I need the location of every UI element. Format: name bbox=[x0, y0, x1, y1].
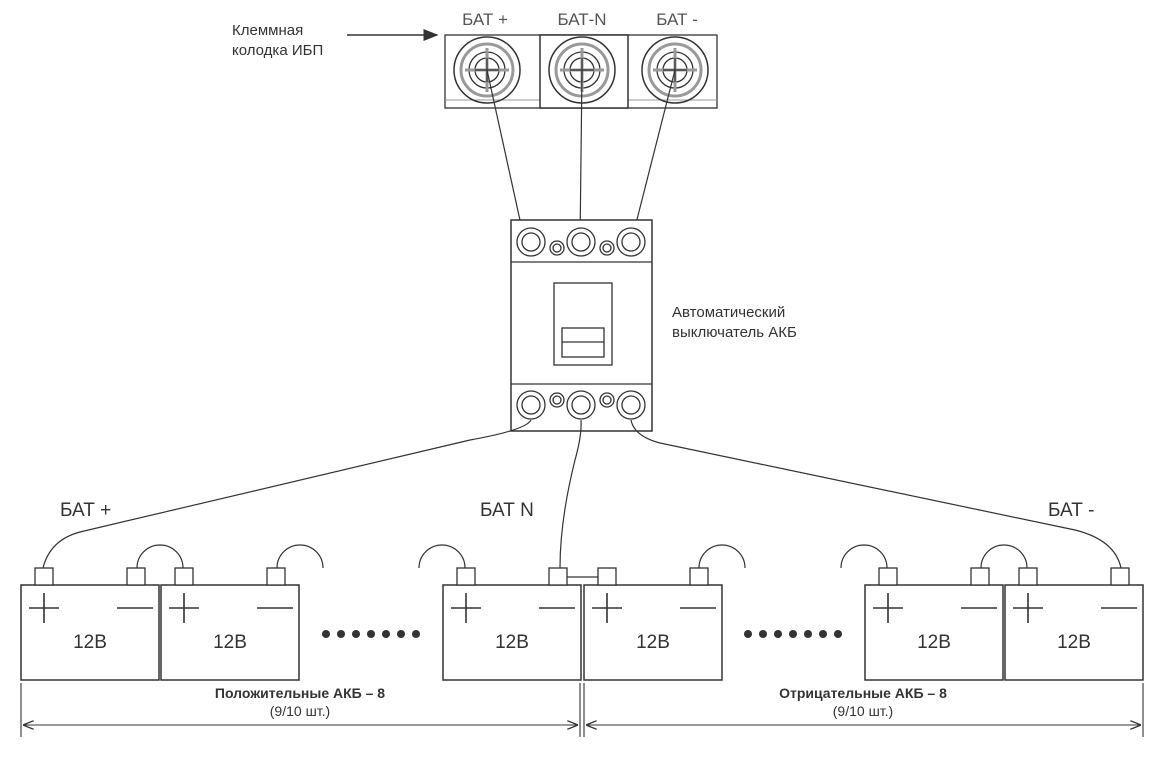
breaker-label-line1: Автоматический bbox=[672, 304, 785, 321]
battery-voltage-label: 12В bbox=[636, 632, 670, 653]
bus-label-neutral: БАТ N bbox=[480, 500, 534, 521]
terminal-label-bat-n: БАТ-N bbox=[557, 10, 606, 29]
terminal-label-bat-plus: БАТ + bbox=[462, 10, 508, 29]
ups-terminal-label-line1: Клеммная bbox=[232, 22, 303, 39]
negative-group-count: (9/10 шт.) bbox=[833, 703, 893, 719]
battery-voltage-label: 12В bbox=[1057, 632, 1091, 653]
battery-terminal-minus bbox=[548, 567, 568, 586]
battery-terminal-plus bbox=[456, 567, 476, 586]
plus-sign-icon bbox=[29, 593, 59, 623]
battery-12v: 12В bbox=[20, 567, 160, 681]
battery-terminal-minus bbox=[970, 567, 990, 586]
ups-terminal-block: Клеммная колодка ИБП БАТ + БАТ-N БАТ - bbox=[232, 10, 718, 109]
breaker-top-terminals bbox=[516, 227, 646, 257]
bus-label-positive: БАТ + bbox=[60, 500, 111, 521]
battery-voltage-label: 12В bbox=[213, 632, 247, 653]
battery-12v: 12В bbox=[442, 567, 582, 681]
battery-12v: 12В bbox=[583, 567, 723, 681]
positive-group-count: (9/10 шт.) bbox=[270, 703, 330, 719]
battery-terminal-plus bbox=[597, 567, 617, 586]
battery-12v: 12В bbox=[160, 567, 300, 681]
terminal-label-bat-minus: БАТ - bbox=[656, 10, 698, 29]
plus-sign-icon bbox=[1013, 593, 1043, 623]
ups-terminal-label-line2: колодка ИБП bbox=[232, 42, 323, 59]
group-dimensions bbox=[20, 683, 1144, 737]
plus-sign-icon bbox=[873, 593, 903, 623]
battery-terminal-minus bbox=[126, 567, 146, 586]
bus-label-negative: БАТ - bbox=[1048, 500, 1094, 521]
breaker-label-line2: выключатель АКБ bbox=[672, 324, 797, 341]
breaker-bottom-terminals bbox=[516, 390, 646, 420]
battery-row: 12В 12В 12В 12В 12В 12В bbox=[20, 567, 1144, 681]
positive-group-title: Положительные АКБ – 8 bbox=[215, 685, 385, 701]
battery-12v: 12В bbox=[864, 567, 1004, 681]
battery-terminal-minus bbox=[266, 567, 286, 586]
ellipsis-dots-negative bbox=[744, 630, 842, 638]
negative-group-title: Отрицательные АКБ – 8 bbox=[779, 685, 947, 701]
battery-12v: 12В bbox=[1004, 567, 1144, 681]
breaker-to-battery-wires bbox=[42, 419, 1122, 569]
battery-terminal-plus bbox=[34, 567, 54, 586]
ellipsis-dots-positive bbox=[322, 630, 420, 638]
plus-sign-icon bbox=[592, 593, 622, 623]
ups-to-breaker-wires bbox=[486, 69, 676, 244]
plus-sign-icon bbox=[451, 593, 481, 623]
battery-terminal-minus bbox=[689, 567, 709, 586]
battery-breaker: Автоматический выключатель АКБ bbox=[510, 219, 797, 432]
battery-voltage-label: 12В bbox=[73, 632, 107, 653]
battery-terminal-plus bbox=[878, 567, 898, 586]
plus-sign-icon bbox=[169, 593, 199, 623]
battery-voltage-label: 12В bbox=[495, 632, 529, 653]
battery-terminal-plus bbox=[1018, 567, 1038, 586]
battery-terminal-minus bbox=[1110, 567, 1130, 586]
battery-voltage-label: 12В bbox=[917, 632, 951, 653]
battery-terminal-plus bbox=[174, 567, 194, 586]
